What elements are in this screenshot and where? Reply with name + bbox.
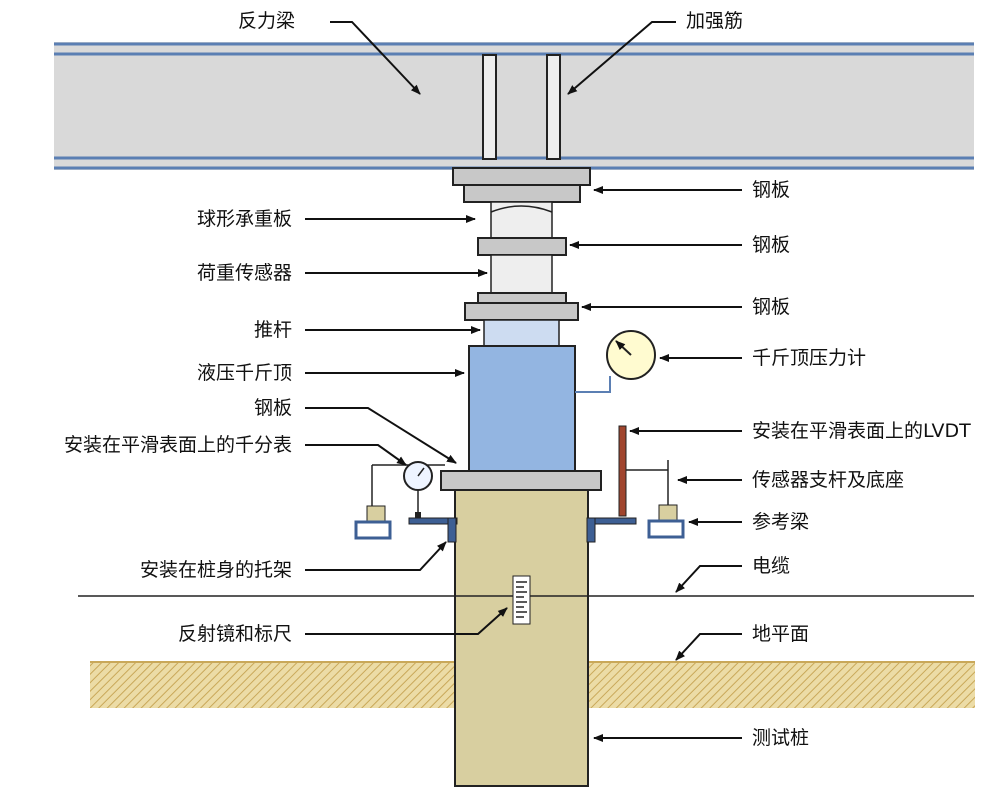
label-load-cell: 荷重传感器 [196,262,292,284]
leader-arrows [305,21,742,742]
label-steel-plate-3: 钢板 [752,296,791,318]
hydraulic-jack [468,345,576,472]
reaction-beam [54,42,974,170]
label-jack-gauge: 千斤顶压力计 [752,347,867,369]
label-cable: 电缆 [752,555,791,577]
steel-plate-lower [464,292,579,321]
push-rod [483,319,560,347]
steel-plate-top [452,167,591,203]
label-push-rod: 推杆 [253,319,292,341]
label-pile-bracket: 安装在桩身的托架 [139,559,292,581]
label-dial-gauge: 安装在平滑表面上的千分表 [63,434,292,456]
label-spherical-bearing: 球形承重板 [196,208,292,230]
lvdt-assembly [618,425,685,539]
label-stiffener: 加强筋 [686,10,744,32]
dial-gauge-assembly [354,461,445,540]
label-sensor-support: 传感器支杆及底座 [752,469,905,491]
jack-pressure-gauge [575,330,656,393]
label-steel-plate-1: 钢板 [752,179,791,201]
label-steel-plate-4: 钢板 [253,397,292,419]
label-test-pile: 测试桩 [752,727,810,749]
label-reference-beam: 参考梁 [752,511,810,533]
label-hydraulic-jack: 液压千斤顶 [196,362,292,384]
steel-plate-middle [477,237,567,256]
pile-brackets [408,517,637,543]
spherical-bearing [490,201,553,239]
label-reaction-beam: 反力梁 [238,10,296,32]
test-pile [454,489,589,787]
label-steel-plate-2: 钢板 [752,234,791,256]
steel-plate-pile-cap [440,470,602,491]
mirror-and-scale [512,575,531,625]
label-lvdt: 安装在平滑表面上的LVDT [752,420,971,442]
label-mirror-scale: 反射镜和标尺 [177,623,292,645]
stiffeners [482,54,561,160]
load-cell [490,254,553,294]
label-ground-surface: 地平面 [752,623,810,645]
